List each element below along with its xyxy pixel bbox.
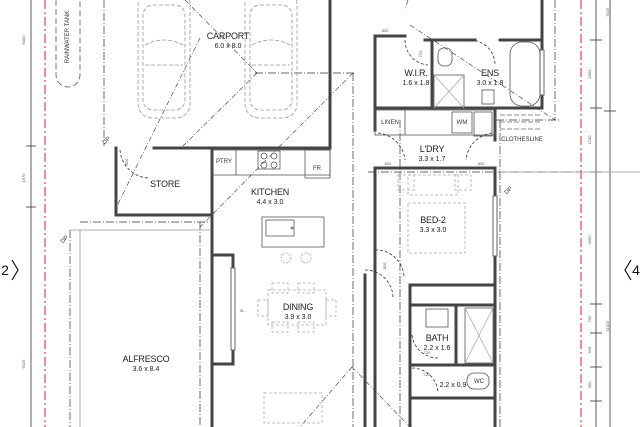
room-name: CARPORT bbox=[206, 31, 250, 41]
dimension-right: 750 bbox=[587, 315, 592, 323]
roof-outline bbox=[69, 0, 581, 427]
rainwater-tank bbox=[55, 0, 81, 88]
fridge-label: FR bbox=[313, 166, 321, 172]
room-ens: ENS 3.0 x 1.8 bbox=[470, 68, 510, 88]
room-name: BED-2 bbox=[420, 215, 446, 225]
room-name: STORE bbox=[150, 179, 180, 189]
room-name: W.I.R. bbox=[404, 68, 428, 78]
room-kitchen: KITCHEN 4.4 x 3.0 bbox=[240, 187, 300, 207]
door-swings bbox=[119, 39, 496, 393]
room-size: 3.6 x 8.4 bbox=[132, 366, 160, 373]
door-width-label: 720 bbox=[423, 372, 431, 377]
dimension-right-outer: 11025 bbox=[605, 320, 610, 332]
room-laundry: L'DRY 3.3 x 1.7 bbox=[412, 144, 452, 164]
dimension-right: 925 bbox=[587, 346, 592, 354]
room-name: ENS bbox=[481, 68, 499, 78]
room-bed-2: BED-2 3.3 x 3.0 bbox=[413, 215, 453, 235]
section-marker-left: 2 bbox=[1, 262, 9, 278]
door-width-label: 820 bbox=[381, 28, 389, 33]
room-name: DINING bbox=[282, 302, 314, 312]
dining-table bbox=[257, 282, 337, 424]
dimension-right: 1700 bbox=[587, 135, 592, 145]
windows bbox=[230, 49, 545, 351]
linen-label: LINEN bbox=[381, 120, 399, 126]
dimension-lines bbox=[26, 0, 616, 427]
bed-2-bed bbox=[397, 174, 472, 254]
sliding-door-label: SL bbox=[239, 308, 245, 313]
room-wir: W.I.R. 1.6 x 1.8 bbox=[396, 68, 436, 88]
room-name: ALFRESCO bbox=[122, 354, 170, 364]
dimension-right: 3650 bbox=[587, 235, 592, 245]
room-bath: BATH 2.2 x 1.6 bbox=[420, 333, 454, 353]
room-name: KITCHEN bbox=[250, 187, 290, 197]
room-size: 4.4 x 3.0 bbox=[256, 199, 284, 206]
wc-label: WC bbox=[474, 379, 484, 385]
dimension-right: 1850 bbox=[587, 69, 592, 79]
property-boundary-lines bbox=[44, 0, 582, 427]
room-size: 3.3 x 1.7 bbox=[418, 156, 446, 163]
section-marker-right: 4 bbox=[632, 262, 640, 278]
dimension-left: 1675 bbox=[21, 173, 26, 183]
section-marker-shapes bbox=[11, 259, 632, 281]
laundry-bench bbox=[374, 109, 496, 136]
clothesline bbox=[500, 114, 542, 130]
ensuite-fixtures bbox=[425, 41, 541, 390]
door-width-label: 820 bbox=[382, 262, 387, 270]
dimension-right: 950 bbox=[587, 381, 592, 389]
dimension-right-outer: 5025 bbox=[605, 7, 610, 17]
door-width-label: 820 bbox=[477, 161, 485, 166]
clothesline-label: CLOTHESLINE bbox=[501, 137, 543, 143]
room-size: 3.0 x 1.8 bbox=[476, 80, 504, 87]
rainwater-tank-label: RAINWATER TANK bbox=[65, 10, 71, 64]
room-name: L'DRY bbox=[419, 144, 445, 154]
room-size: 6.0 x 8.0 bbox=[214, 43, 242, 50]
door-width-label: 720 bbox=[418, 50, 423, 58]
room-size: 1.6 x 1.8 bbox=[402, 80, 430, 87]
room-carport: CARPORT 6.0 x 8.0 bbox=[198, 31, 258, 51]
door-width-label: 720 bbox=[423, 350, 431, 355]
dimension-left: 6000 bbox=[21, 35, 26, 45]
door-width-label: 820 bbox=[384, 161, 392, 166]
room-size: 3.9 x 3.0 bbox=[284, 314, 312, 321]
room-store: STORE bbox=[140, 180, 190, 189]
room-name: BATH bbox=[425, 333, 449, 343]
washing-machine-label: WM bbox=[456, 120, 468, 126]
room-alfresco: ALFRESCO 3.6 x 8.4 bbox=[116, 354, 176, 374]
dimension-left: 6025 bbox=[21, 359, 26, 369]
kitchen-fixtures bbox=[211, 149, 331, 264]
room-dining: DINING 3.9 x 3.0 bbox=[268, 302, 328, 322]
room-size: 3.3 x 3.0 bbox=[419, 227, 447, 234]
room-size: 2.2 x 1.6 bbox=[423, 345, 451, 352]
pantry-label: PTRY bbox=[216, 159, 232, 165]
door-width-label: 820 bbox=[124, 158, 129, 166]
car-outlines bbox=[137, 0, 298, 119]
room-wc-size: 2.2 x 0.9 bbox=[439, 382, 467, 389]
